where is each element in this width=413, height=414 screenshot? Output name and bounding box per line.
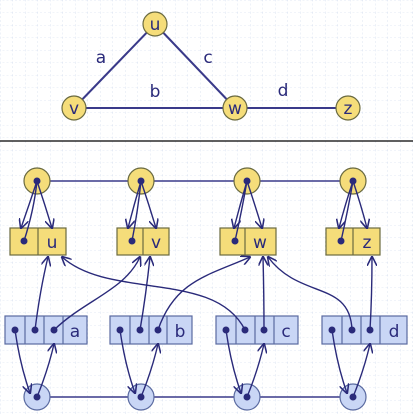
vertex-record-label-u: u xyxy=(47,233,58,253)
pointer-edge-b-origin-v xyxy=(139,257,150,331)
pointer-edge-b-dest-w xyxy=(157,257,250,331)
dot-record-d-dest xyxy=(366,326,374,334)
pointer-edge-d-origin-w xyxy=(268,257,353,331)
edge-record-d: d xyxy=(321,315,408,345)
pointer-epos4-to-record-d xyxy=(352,344,370,398)
vertex-record-z: z xyxy=(325,227,381,256)
pointer-record-z-to-vpos xyxy=(340,180,354,242)
dot-record-d-origin xyxy=(348,326,356,334)
dot-record-b-origin xyxy=(136,326,144,334)
vertex-label-z: z xyxy=(344,99,353,119)
edge-record-label-a: a xyxy=(70,322,80,342)
dot-record-c-dest xyxy=(260,326,268,334)
graph-vertex-w: w xyxy=(222,95,248,121)
pointer-edge-c-dest-w xyxy=(263,257,264,331)
dot-record-b-dest xyxy=(154,326,162,334)
dot-record-v xyxy=(128,237,136,245)
dot-record-w xyxy=(231,237,239,245)
dot-vpos2 xyxy=(137,177,145,185)
pointer-epos3-to-record-c xyxy=(246,344,264,398)
pointer-edge-d-dest-z xyxy=(370,257,372,331)
vertex-record-u: u xyxy=(9,227,67,256)
vertex-record-v: v xyxy=(116,227,170,256)
graph-vertices: u v w z xyxy=(61,11,361,121)
edge-records: a b c d xyxy=(4,315,408,345)
graph-edges xyxy=(73,23,348,109)
graph-vertex-v: v xyxy=(61,95,87,121)
pointer-record-a-to-epos xyxy=(14,329,30,393)
graph-edge-a xyxy=(73,23,156,109)
vertex-label-w: w xyxy=(228,99,242,119)
dot-epos1 xyxy=(33,393,41,401)
pointer-edge-a-dest-v xyxy=(53,257,140,331)
dot-epos2 xyxy=(137,393,145,401)
dot-vpos3 xyxy=(243,177,251,185)
pointer-record-b-to-epos xyxy=(119,329,135,393)
edge-record-label-c: c xyxy=(281,322,290,342)
edge-record-a: a xyxy=(4,315,88,345)
dot-record-u xyxy=(20,237,28,245)
dot-epos3 xyxy=(243,393,251,401)
pointer-epos1-to-record-a xyxy=(36,344,54,398)
vertex-sequence xyxy=(23,167,367,195)
dot-record-b-pos xyxy=(116,326,124,334)
vertex-records: u v w z xyxy=(9,227,381,256)
vertex-label-v: v xyxy=(69,99,79,119)
pointer-vpos1-to-record xyxy=(21,180,38,228)
dot-record-c-origin xyxy=(241,326,249,334)
graph-vertex-z: z xyxy=(335,95,361,121)
vertex-record-label-v: v xyxy=(151,233,161,253)
pointer-record-w-to-vpos xyxy=(234,180,248,242)
dot-record-a-origin xyxy=(31,326,39,334)
dot-vpos1 xyxy=(33,177,41,185)
vertex-record-label-w: w xyxy=(253,233,267,253)
edge-label-b: b xyxy=(150,82,161,102)
dot-epos4 xyxy=(349,393,357,401)
pointer-record-c-to-epos xyxy=(225,329,241,393)
edge-label-a: a xyxy=(96,48,106,68)
pointer-record-d-to-epos xyxy=(331,329,347,393)
vertex-record-w: w xyxy=(219,227,277,256)
pointer-vpos1-to-record-u xyxy=(36,180,52,228)
pointer-arrows xyxy=(14,180,372,398)
pointer-record-u-to-vpos xyxy=(23,180,38,242)
dot-record-a-pos xyxy=(11,326,19,334)
pointer-vpos3-to-record-w xyxy=(246,180,262,228)
pointer-edge-a-origin-u xyxy=(34,257,48,331)
edge-record-c: c xyxy=(215,315,299,345)
vertex-label-u: u xyxy=(150,15,161,35)
dot-record-a-dest xyxy=(50,326,58,334)
dot-record-c-pos xyxy=(222,326,230,334)
pointer-edge-c-origin-u xyxy=(62,257,246,331)
edge-label-c: c xyxy=(203,48,212,68)
pointer-epos2-to-record-b xyxy=(140,344,158,398)
edge-label-d: d xyxy=(278,81,289,101)
edge-record-b: b xyxy=(109,315,193,345)
pointer-record-v-to-vpos xyxy=(131,180,142,242)
dot-vpos4 xyxy=(349,177,357,185)
edge-record-label-b: b xyxy=(175,322,186,342)
graph-vertex-u: u xyxy=(142,11,168,37)
pointer-vpos4-to-record-z xyxy=(352,180,367,228)
dot-record-d-pos xyxy=(328,326,336,334)
graph-edge-c xyxy=(154,23,236,109)
dot-record-z xyxy=(337,237,345,245)
graph-edge-labels: a c b d xyxy=(96,48,289,102)
edge-record-label-d: d xyxy=(389,322,400,342)
vertex-record-label-z: z xyxy=(363,233,372,253)
pointer-dots xyxy=(11,177,374,401)
pointer-vpos2-to-record-v xyxy=(140,180,156,228)
pointer-vpos2-to-record xyxy=(128,180,142,228)
